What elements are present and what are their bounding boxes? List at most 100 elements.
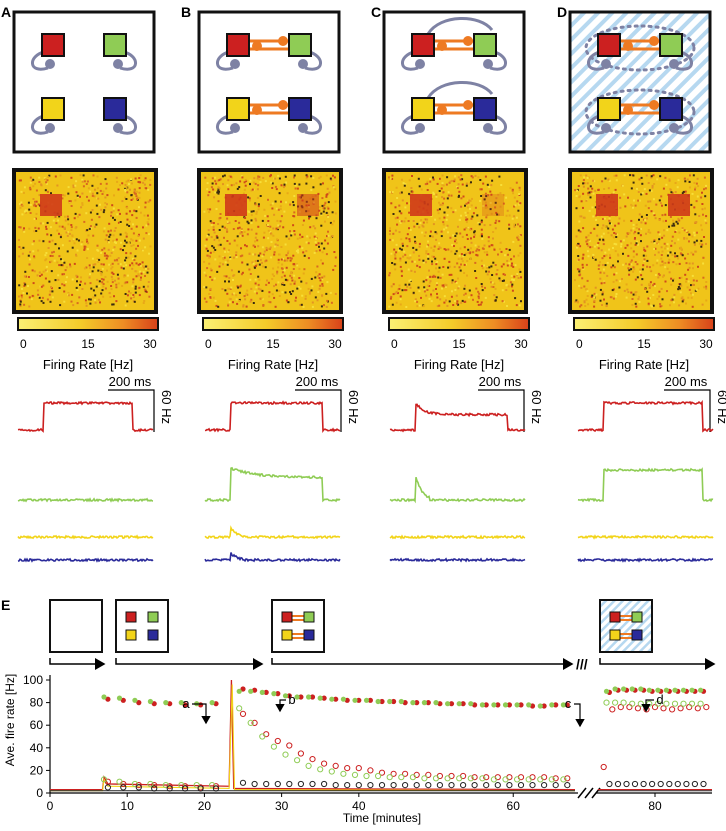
map-speckle bbox=[208, 211, 211, 214]
map-speckle bbox=[253, 290, 256, 293]
map-speckle bbox=[294, 299, 297, 302]
map-speckle bbox=[52, 250, 55, 253]
map-speckle bbox=[83, 267, 86, 270]
map-speckle bbox=[277, 224, 280, 227]
map-speckle bbox=[632, 255, 635, 258]
map-speckle bbox=[654, 285, 656, 288]
map-speckle bbox=[96, 175, 99, 178]
black-open-point bbox=[104, 784, 112, 791]
green-open-point bbox=[612, 699, 619, 706]
map-speckle bbox=[613, 232, 616, 234]
map-speckle bbox=[397, 292, 399, 295]
map-speckle bbox=[468, 199, 471, 202]
map-speckle bbox=[480, 221, 483, 224]
map-speckle bbox=[637, 191, 640, 193]
map-speckle bbox=[100, 208, 103, 211]
synapse-icon bbox=[463, 100, 473, 110]
map-speckle bbox=[78, 213, 81, 216]
green-open-point bbox=[620, 699, 627, 706]
map-speckle bbox=[436, 182, 439, 185]
map-speckle bbox=[519, 252, 522, 255]
yellow-module bbox=[125, 629, 137, 641]
map-speckle bbox=[647, 303, 650, 306]
map-speckle bbox=[659, 264, 662, 267]
map-speckle bbox=[75, 191, 78, 194]
map-speckle bbox=[269, 204, 272, 206]
map-speckle bbox=[98, 285, 101, 288]
map-speckle bbox=[399, 259, 402, 262]
map-speckle bbox=[132, 232, 135, 235]
map-speckle bbox=[55, 222, 58, 225]
map-speckle bbox=[652, 174, 655, 177]
map-speckle bbox=[263, 208, 266, 211]
map-speckle bbox=[585, 240, 588, 243]
map-speckle bbox=[677, 238, 680, 241]
map-speckle bbox=[434, 218, 437, 221]
map-speckle bbox=[113, 194, 115, 197]
map-speckle bbox=[291, 290, 294, 293]
map-speckle bbox=[223, 174, 226, 177]
map-speckle bbox=[254, 217, 257, 220]
map-speckle bbox=[273, 251, 276, 254]
map-speckle bbox=[634, 204, 637, 207]
map-speckle bbox=[416, 300, 419, 303]
map-speckle bbox=[28, 227, 31, 230]
map-speckle bbox=[443, 248, 446, 250]
network-schematics bbox=[12, 10, 712, 154]
colorbar-tick: 30 bbox=[328, 337, 342, 351]
map-speckle bbox=[477, 290, 480, 293]
node-icon bbox=[415, 59, 425, 69]
map-speckle bbox=[126, 300, 129, 303]
map-speckle bbox=[413, 225, 416, 228]
map-speckle bbox=[139, 264, 142, 267]
map-speckle bbox=[265, 283, 268, 286]
map-speckle bbox=[241, 232, 244, 235]
map-speckle bbox=[97, 269, 100, 272]
map-speckle bbox=[23, 210, 26, 213]
map-speckle bbox=[71, 246, 74, 249]
map-speckle bbox=[441, 174, 444, 177]
feedback-loop bbox=[426, 17, 494, 35]
map-speckle bbox=[315, 250, 318, 253]
map-speckle bbox=[310, 289, 313, 292]
map-speckle bbox=[129, 252, 132, 255]
map-speckle bbox=[615, 243, 618, 246]
map-speckle bbox=[437, 212, 440, 215]
map-speckle bbox=[128, 290, 130, 293]
map-speckle bbox=[645, 214, 648, 216]
map-speckle bbox=[471, 197, 473, 200]
map-speckle bbox=[334, 212, 337, 215]
map-speckle bbox=[620, 245, 623, 248]
map-speckle bbox=[59, 236, 62, 239]
map-speckle bbox=[145, 232, 148, 235]
self-loop bbox=[489, 50, 507, 71]
map-speckle bbox=[27, 276, 30, 278]
map-speckle bbox=[489, 224, 492, 226]
self-loop bbox=[401, 50, 419, 71]
map-speckle bbox=[257, 245, 260, 248]
map-speckle bbox=[644, 204, 647, 207]
map-speckle bbox=[29, 181, 32, 184]
map-speckle bbox=[125, 241, 128, 244]
map-speckle bbox=[250, 287, 253, 290]
map-speckle bbox=[408, 192, 411, 195]
map-speckle bbox=[261, 246, 264, 249]
map-speckle bbox=[403, 220, 406, 223]
schematic-c bbox=[382, 10, 526, 154]
green-filled-point bbox=[689, 687, 695, 693]
map-speckle bbox=[578, 284, 581, 287]
map-speckle bbox=[610, 234, 613, 237]
map-speckle bbox=[498, 277, 501, 280]
map-speckle bbox=[641, 268, 644, 271]
map-speckle bbox=[607, 178, 610, 181]
map-speckle bbox=[400, 191, 403, 194]
map-speckle bbox=[242, 304, 245, 307]
blue-trace bbox=[389, 557, 526, 563]
red-filled-point bbox=[182, 702, 188, 708]
map-speckle bbox=[465, 218, 468, 221]
green-trace bbox=[17, 497, 154, 503]
map-speckle bbox=[125, 235, 128, 238]
map-speckle bbox=[630, 247, 633, 250]
map-speckle bbox=[654, 217, 657, 220]
